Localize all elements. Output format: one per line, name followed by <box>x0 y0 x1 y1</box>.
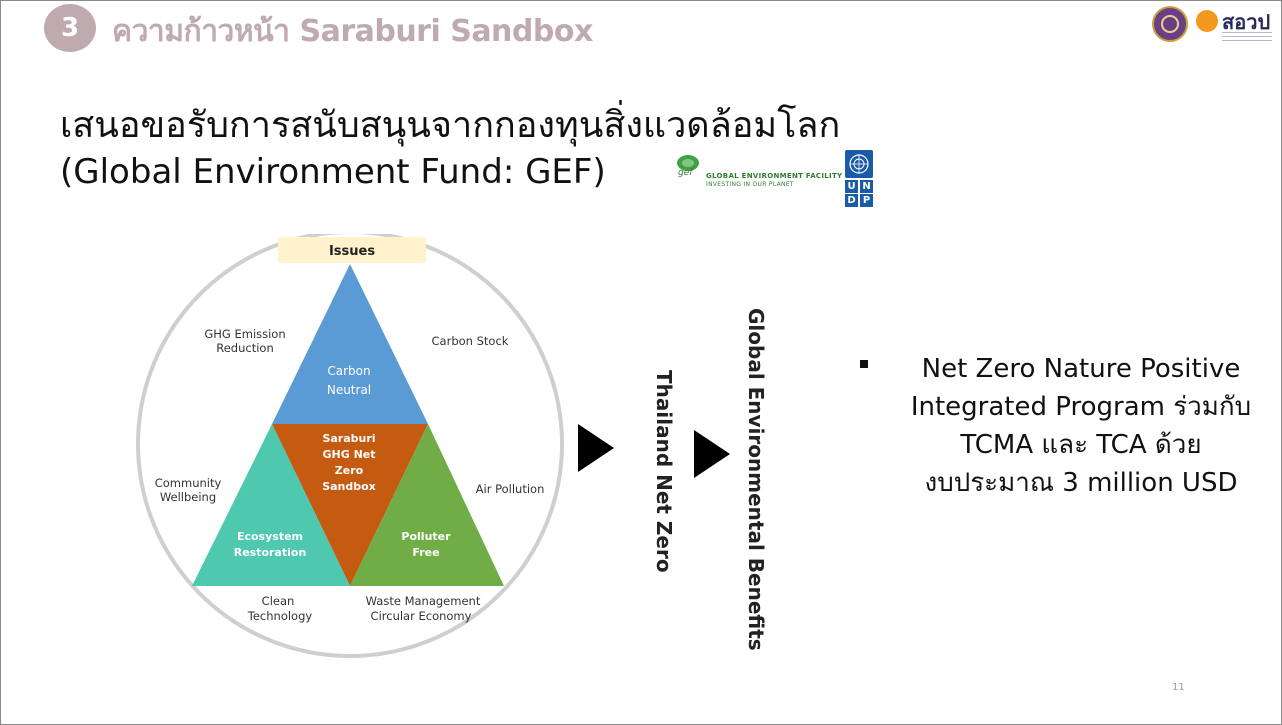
label-community-line1: Community <box>155 476 222 490</box>
square-bullet-icon <box>860 360 868 368</box>
outer-circle <box>136 234 564 658</box>
bullet-line-4: งบประมาณ 3 million USD <box>924 468 1238 498</box>
top-triangle-line1: Carbon <box>327 364 370 378</box>
carbon-neutral-triangle <box>272 264 428 424</box>
gef-leaf-icon: gef <box>677 155 699 177</box>
issues-label: Issues <box>329 244 375 259</box>
sandbox-triangle <box>272 424 428 586</box>
issues-box <box>278 237 426 263</box>
undp-letter-n: N <box>860 180 873 193</box>
label-clean-line2: Technology <box>247 609 313 623</box>
left-triangle-line2: Restoration <box>234 546 307 559</box>
top-triangle-line2: Neutral <box>327 383 371 397</box>
center-triangle-line3: Zero <box>335 464 364 477</box>
label-ghg-line2: Reduction <box>216 341 274 355</box>
label-air-pollution: Air Pollution <box>476 482 545 496</box>
net-zero-triangle-diagram: Issues Carbon Neutral Saraburi GHG Net Z… <box>136 234 564 658</box>
label-carbon-stock: Carbon Stock <box>432 334 509 348</box>
undp-letter-u: U <box>845 180 858 193</box>
agency-logo-text: สอวป <box>1222 10 1271 34</box>
undp-logo: U N D P <box>845 150 873 207</box>
polluter-free-triangle <box>350 424 504 586</box>
label-community-line2: Wellbeing <box>160 490 216 504</box>
right-triangle-line2: Free <box>412 546 439 559</box>
thailand-net-zero-label: Thailand Net Zero <box>652 370 676 573</box>
left-triangle-line1: Ecosystem <box>237 530 303 543</box>
ecosystem-triangle <box>192 424 350 586</box>
bullet-line-2: Integrated Program ร่วมกับ <box>910 392 1252 422</box>
flow-arrow-1 <box>578 424 614 472</box>
gef-name: GLOBAL ENVIRONMENT FACILITY <box>706 172 843 180</box>
section-title: ความก้าวหน้า Saraburi Sandbox <box>112 14 593 49</box>
slide-title-line2: (Global Environment Fund: GEF) <box>60 152 606 192</box>
section-number-badge: 3 <box>44 4 96 52</box>
undp-letter-d: D <box>845 194 858 207</box>
gef-tagline: INVESTING IN OUR PLANET <box>706 181 794 188</box>
global-benefits-label: Global Environmental Benefits <box>744 308 768 651</box>
label-clean-line1: Clean <box>262 594 295 608</box>
label-waste-line1: Waste Management <box>366 594 481 608</box>
un-emblem-icon <box>845 150 873 178</box>
page-number: 11 <box>1172 682 1185 693</box>
bullet-block: Net Zero Nature Positive Integrated Prog… <box>856 350 1276 502</box>
bullet-line-3: TCMA และ TCA ด้วย <box>960 430 1202 460</box>
undp-letter-p: P <box>860 194 873 207</box>
ministry-seal-logo <box>1152 6 1188 42</box>
right-triangle-line1: Polluter <box>401 530 451 543</box>
label-waste-line2: Circular Economy <box>371 609 472 623</box>
bullet-line-1: Net Zero Nature Positive <box>921 354 1241 384</box>
center-triangle-line4: Sandbox <box>322 480 376 493</box>
slide-title-line1: เสนอขอรับการสนับสนุนจากกองทุนสิ่งแวดล้อม… <box>60 105 841 146</box>
center-triangle-line1: Saraburi <box>322 432 375 445</box>
flow-arrow-2 <box>694 430 730 478</box>
gef-abbr: gef <box>678 168 694 177</box>
label-ghg-line1: GHG Emission <box>204 327 285 341</box>
center-triangle-line2: GHG Net <box>322 448 375 461</box>
agency-logo-subtext <box>1222 32 1272 44</box>
agency-logo-icon <box>1196 10 1218 32</box>
